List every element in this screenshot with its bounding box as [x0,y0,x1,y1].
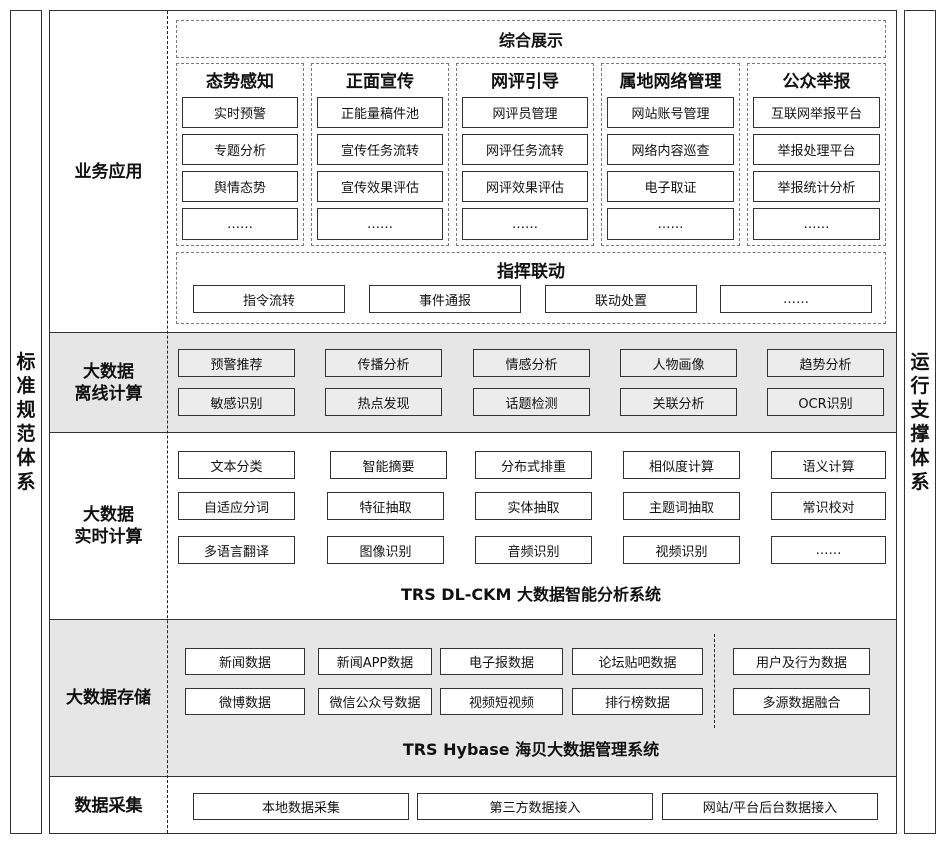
realtime-item: 相似度计算 [623,451,740,479]
hybase-system-title: TRS Hybase 海贝大数据管理系统 [402,740,660,759]
divider-storage [50,776,896,777]
storage-item: 电子报数据 [440,648,563,675]
item-box: 正能量稿件池 [317,97,443,128]
item-box: 舆情态势 [182,171,298,202]
item-box: …… [607,208,734,240]
offline-item: 话题检测 [473,388,590,416]
item-box: 举报处理平台 [753,134,880,165]
item-box: 网站账号管理 [607,97,734,128]
storage-item: 视频短视频 [440,688,563,715]
support-side-label: 运行支撑体系 [910,351,930,493]
realtime-item: …… [771,536,886,564]
command-item: …… [720,285,872,313]
storage-item-data-fusion: 多源数据融合 [733,688,870,715]
storage-label: 大数据存储 [66,688,151,708]
realtime-item: 语义计算 [771,451,886,479]
realtime-label: 大数据 实时计算 [74,505,143,547]
storage-item-user-behavior: 用户及行为数据 [733,648,870,675]
realtime-item: 实体抽取 [475,492,592,520]
realtime-item: 智能摘要 [330,451,447,479]
offline-item: 预警推荐 [178,349,295,377]
support-side-panel: 运行支撑体系 [904,10,936,834]
item-box: 电子取证 [607,171,734,202]
divider-business [50,332,896,333]
column-title: 正面宣传 [346,71,414,92]
item-box: 宣传效果评估 [317,171,443,202]
item-box: 网评任务流转 [462,134,588,165]
item-box: 实时预警 [182,97,298,128]
item-box: …… [182,208,298,240]
command-item: 联动处置 [545,285,697,313]
item-box: …… [317,208,443,240]
offline-label: 大数据 离线计算 [74,361,143,404]
offline-item: 人物画像 [620,349,737,377]
realtime-item: 特征抽取 [327,492,444,520]
offline-layer-bg [50,333,896,432]
item-box: 网络内容巡查 [607,134,734,165]
storage-item: 新闻APP数据 [318,648,432,675]
offline-item: 热点发现 [325,388,442,416]
command-linkage-title: 指挥联动 [497,261,565,282]
column-title: 属地网络管理 [619,71,722,92]
label-separator [167,11,168,833]
offline-item: 情感分析 [473,349,590,377]
realtime-item: 文本分类 [178,451,295,479]
collection-item: 网站/平台后台数据接入 [662,793,878,820]
item-box: 网评员管理 [462,97,588,128]
storage-separator [714,634,715,728]
column-title: 网评引导 [491,71,559,92]
business-label: 业务应用 [74,161,143,182]
collection-label: 数据采集 [74,795,143,816]
offline-item: 关联分析 [620,388,737,416]
command-item: 指令流转 [193,285,345,313]
realtime-item: 主题词抽取 [623,492,740,520]
realtime-item: 自适应分词 [178,492,295,520]
storage-item: 论坛贴吧数据 [572,648,703,675]
offline-item: 敏感识别 [178,388,295,416]
storage-item: 新闻数据 [185,648,305,675]
item-box: 专题分析 [182,134,298,165]
realtime-item: 常识校对 [771,492,886,520]
item-box: 举报统计分析 [753,171,880,202]
architecture-frame [49,10,897,834]
integrated-display-bar: 综合展示 [176,20,886,58]
divider-realtime [50,619,896,620]
item-box: 宣传任务流转 [317,134,443,165]
offline-item: OCR识别 [767,388,884,416]
divider-offline [50,432,896,433]
standards-side-label: 标准规范体系 [16,351,36,493]
column-title: 公众举报 [782,71,851,92]
collection-item: 本地数据采集 [193,793,409,820]
item-box: …… [462,208,588,240]
item-box: …… [753,208,880,240]
realtime-item: 多语言翻译 [178,536,295,564]
collection-item: 第三方数据接入 [417,793,653,820]
dl-ckm-system-title: TRS DL-CKM 大数据智能分析系统 [400,585,662,604]
realtime-item: 音频识别 [475,536,592,564]
standards-side-panel: 标准规范体系 [10,10,42,834]
storage-item: 排行榜数据 [572,688,703,715]
realtime-item: 分布式排重 [475,451,592,479]
item-box: 互联网举报平台 [753,97,880,128]
offline-item: 趋势分析 [767,349,884,377]
column-title: 态势感知 [206,71,274,92]
storage-item: 微博数据 [185,688,305,715]
item-box: 网评效果评估 [462,171,588,202]
realtime-item: 视频识别 [623,536,740,564]
command-item: 事件通报 [369,285,521,313]
storage-item: 微信公众号数据 [318,688,432,715]
realtime-item: 图像识别 [327,536,444,564]
offline-item: 传播分析 [325,349,442,377]
